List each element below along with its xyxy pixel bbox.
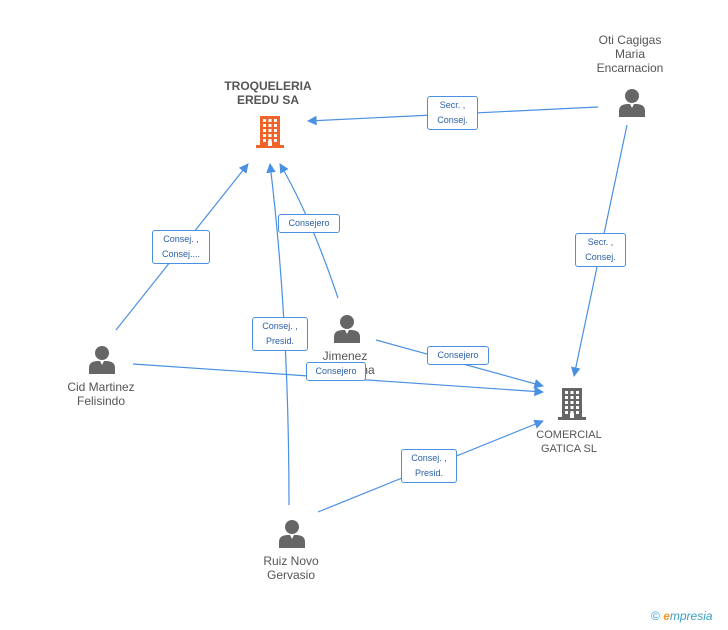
- copyright-symbol: ©: [651, 609, 660, 623]
- brand-e: e: [663, 609, 670, 623]
- edge-label-jimenez-comercial[interactable]: Consejero: [427, 346, 489, 365]
- person-icon[interactable]: [276, 517, 308, 549]
- edge-label-oti-comercial[interactable]: Secr. , Consej.: [575, 233, 626, 267]
- brand-name: mpresia: [669, 609, 713, 623]
- building-icon[interactable]: [254, 114, 286, 150]
- company-label-comercial[interactable]: COMERCIAL GATICA SL: [536, 429, 602, 455]
- company-label-troqueleria[interactable]: TROQUELERIA EREDU SA: [224, 79, 312, 107]
- edge-label-cid-comercial[interactable]: Consejero: [306, 362, 366, 381]
- person-icon[interactable]: [331, 312, 363, 344]
- person-icon[interactable]: [86, 343, 118, 375]
- person-label-ruiz[interactable]: Ruiz Novo Gervasio: [263, 554, 319, 582]
- edge-label-cid-troqueleria[interactable]: Consej. , Consej....: [152, 230, 210, 264]
- building-icon[interactable]: [556, 386, 588, 422]
- edge-label-jimenez-troqueleria[interactable]: Consejero: [278, 214, 340, 233]
- edge-label-ruiz-comercial[interactable]: Consej. , Presid.: [401, 449, 457, 483]
- brand-logo: © empresia: [651, 609, 713, 623]
- person-label-cid[interactable]: Cid Martinez Felisindo: [67, 380, 135, 408]
- person-icon[interactable]: [616, 86, 648, 118]
- edge-label-ruiz-troqueleria[interactable]: Consej. , Presid.: [252, 317, 308, 351]
- person-label-oti[interactable]: Oti Cagigas Maria Encarnacion: [596, 33, 664, 75]
- edge-label-oti-troqueleria[interactable]: Secr. , Consej.: [427, 96, 478, 130]
